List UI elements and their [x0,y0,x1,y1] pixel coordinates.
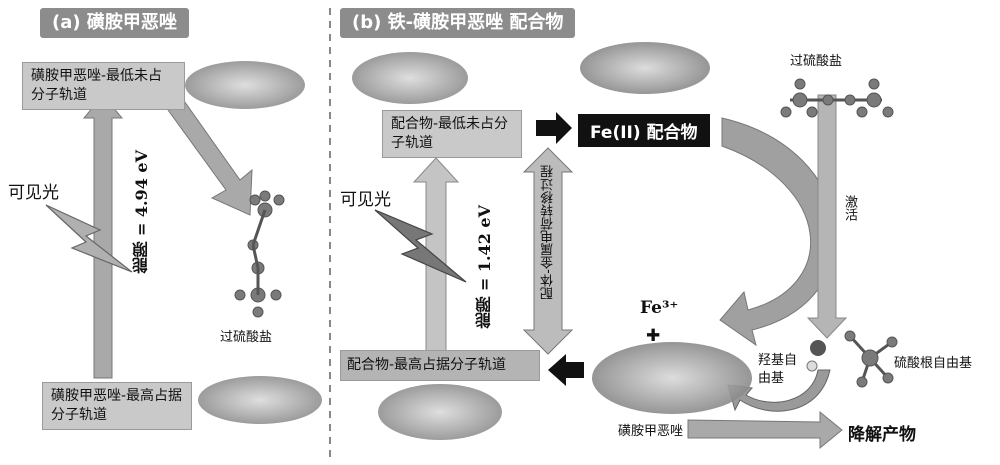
persulfate-label-a: 过硫酸盐 [220,330,273,345]
sulfate-radical-label: 硫酸根自由基 [894,356,973,371]
plus-sign: ✚ [646,326,661,346]
lmct-label: 配体-金属电荷转移过程 [541,165,556,300]
sulfate-radical-molecule [844,330,898,388]
smx-molecule-b [592,342,752,414]
smx-lumo-molecule-a [185,61,305,109]
persulfate-label-b: 过硫酸盐 [790,54,843,69]
lmct-double-arrow [522,147,574,355]
activation-label: 激活 [842,195,857,221]
visible-light-label-a: 可见光 [8,183,59,203]
smx-label-b: 磺胺甲恶唑 [618,424,684,439]
visible-light-label-b: 可见光 [340,190,391,210]
degradation-arrow [687,410,843,450]
lightning-bolt-b [374,209,467,283]
black-arrow-to-homo [548,354,584,386]
persulfate-molecule-a [234,190,285,318]
smx-lumo-box: 磺胺甲恶唑-最低未占分子轨道 [22,62,185,110]
black-arrow-to-fe2 [536,112,572,144]
energy-gap-label-b: 能隙 = 1.42 eV [475,205,494,329]
excitation-arrow-a [82,94,124,379]
excitation-arrow-b [412,157,460,353]
transfer-arrow-a [167,97,253,216]
fe3-label: Fe³⁺ [640,298,679,318]
panel-b-header: (b) 铁-磺胺甲恶唑 配合物 [340,8,576,38]
fe2-complex-label: Fe(II) 配合物 [578,114,710,147]
complex-lumo-box: 配合物-最低未占分子轨道 [382,110,522,158]
lightning-bolt-a [45,204,133,273]
energy-gap-label-a: 能隙 = 4.94 eV [132,150,151,274]
persulfate-molecule-b [780,78,894,118]
degradation-products-label: 降解产物 [848,425,916,445]
fe2-complex-molecule [580,42,710,94]
complex-lumo-molecule [352,52,468,104]
hydroxyl-radical-label: 羟基自由基 [758,353,798,386]
activation-arrow [806,94,848,339]
panel-a-header: (a) 磺胺甲恶唑 [40,8,189,38]
complex-homo-molecule [378,384,502,440]
smx-homo-box: 磺胺甲恶唑-最高占据分子轨道 [42,382,192,430]
hydroxyl-radical-molecule [806,340,826,372]
smx-homo-molecule-a [198,376,322,424]
complex-homo-box: 配合物-最高占据分子轨道 [340,350,540,381]
